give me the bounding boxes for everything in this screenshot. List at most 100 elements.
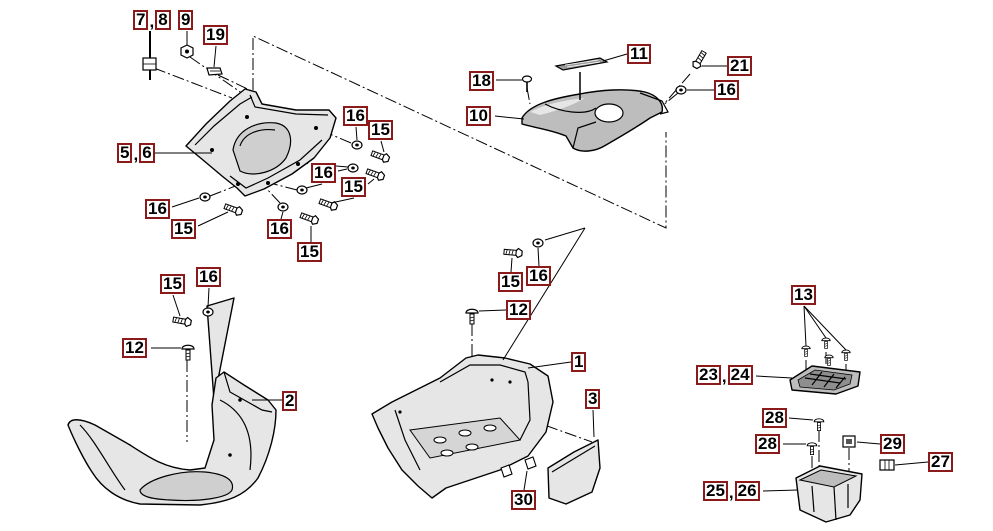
callout-number: 30	[511, 490, 536, 510]
guide-line	[663, 73, 691, 105]
callout-number: 15	[368, 120, 393, 140]
callout-15: 15	[341, 177, 366, 197]
bolt	[369, 148, 391, 165]
screw	[821, 337, 831, 349]
callout-number: 8	[155, 10, 171, 30]
battery-box	[795, 465, 863, 523]
callout-number: 15	[341, 177, 366, 197]
callout-3: 3	[585, 389, 601, 409]
callout-15: 15	[171, 219, 196, 239]
screw	[181, 344, 195, 361]
callout-28: 28	[755, 434, 780, 454]
clip	[842, 435, 856, 448]
washer	[675, 85, 687, 95]
guide-line	[217, 74, 255, 93]
callout-number: 12	[506, 300, 531, 320]
callout-number: 16	[714, 80, 739, 100]
guide-line	[265, 187, 281, 204]
grommet-pair	[500, 456, 537, 478]
callout-16: 16	[145, 199, 170, 219]
washer	[351, 140, 363, 150]
callout-number: 28	[762, 408, 787, 428]
callout-number: 10	[466, 106, 491, 126]
callout-number: 15	[498, 272, 523, 292]
callout-number: 19	[203, 25, 228, 45]
screw	[801, 345, 811, 357]
bolt	[222, 201, 244, 218]
callout-number: 7	[133, 10, 149, 30]
callout-number: 1	[571, 352, 587, 372]
callout-16: 16	[714, 80, 739, 100]
side-trim-strip	[547, 439, 601, 505]
callout-16: 16	[196, 267, 221, 287]
guide-line	[189, 56, 247, 97]
callout-number: 21	[727, 56, 752, 76]
callout-number: 16	[343, 106, 368, 126]
callout-11: 11	[627, 44, 651, 64]
callout-number: 23	[696, 365, 721, 385]
guide-line	[209, 184, 239, 197]
callout-9: 9	[178, 10, 194, 30]
callout-7-8: 7,8	[133, 10, 171, 30]
rivet	[521, 75, 533, 92]
callout-number: 18	[469, 71, 494, 91]
washer	[347, 163, 359, 173]
bolt	[317, 196, 339, 213]
nut	[180, 44, 194, 59]
bolt	[364, 166, 386, 183]
callout-number: 16	[526, 266, 551, 286]
callout-number: 9	[178, 10, 194, 30]
callout-number: 26	[734, 481, 760, 501]
callout-1: 1	[571, 352, 587, 372]
pin	[142, 31, 157, 80]
callout-number: 27	[928, 452, 953, 472]
guide-line	[661, 92, 679, 107]
callout-number: 11	[627, 44, 651, 64]
callout-18: 18	[469, 71, 494, 91]
callout-30: 30	[511, 490, 536, 510]
screw	[813, 418, 825, 432]
callout-number: 25	[703, 481, 728, 501]
callout-number: 2	[282, 391, 298, 411]
clip	[206, 67, 223, 76]
battery-cover-plate	[789, 365, 861, 395]
guide-line	[252, 35, 667, 229]
callout-19: 19	[203, 25, 228, 45]
callout-number: 16	[311, 163, 336, 183]
callout-12: 12	[506, 300, 531, 320]
callout-number: 6	[139, 143, 155, 163]
bolt	[298, 210, 320, 227]
callout-27: 27	[928, 452, 953, 472]
screw	[841, 349, 851, 361]
callout-number: 16	[267, 219, 292, 239]
callout-29: 29	[880, 434, 905, 454]
callout-10: 10	[466, 106, 491, 126]
guide-line	[153, 67, 233, 99]
center-cover	[521, 72, 669, 152]
callout-16: 16	[267, 219, 292, 239]
callout-number: 15	[171, 219, 196, 239]
callout-16: 16	[526, 266, 551, 286]
washer	[277, 202, 289, 212]
callout-16: 16	[343, 106, 368, 126]
callout-number: 16	[145, 199, 170, 219]
nut	[879, 459, 895, 471]
leader-line	[502, 227, 586, 361]
callout-separator: ,	[721, 367, 727, 386]
callout-23-24: 23,24	[696, 365, 753, 385]
front-inner-panel	[185, 88, 337, 197]
callout-separator: ,	[133, 145, 139, 164]
callout-number: 24	[727, 365, 753, 385]
screw	[806, 442, 818, 456]
washer	[532, 238, 544, 248]
callout-16: 16	[311, 163, 336, 183]
callout-leader-lines	[151, 31, 929, 492]
bolt	[171, 314, 193, 328]
callout-21: 21	[727, 56, 752, 76]
callout-number: 28	[755, 434, 780, 454]
callout-15: 15	[297, 242, 322, 262]
floor-panel	[371, 354, 554, 499]
washer	[199, 192, 211, 202]
washer	[296, 185, 308, 195]
callout-number: 29	[880, 434, 905, 454]
